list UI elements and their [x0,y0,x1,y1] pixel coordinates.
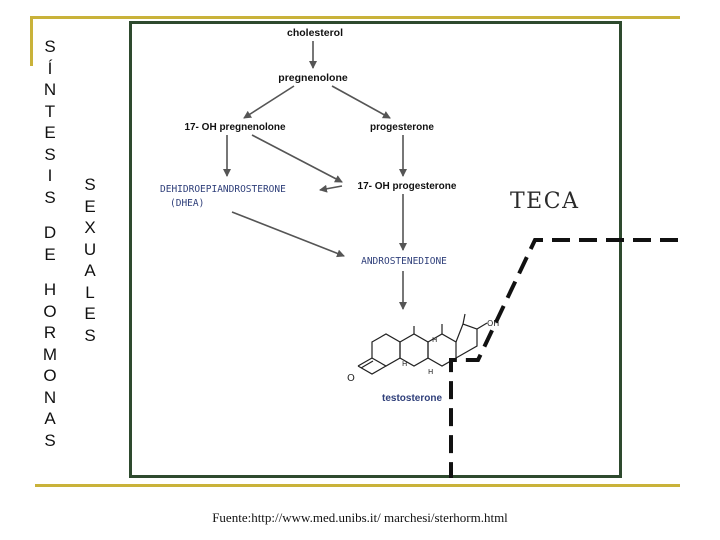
arrow-17ohpreg-17ohprog [251,134,343,183]
label-letter: E [84,304,96,323]
title-letter: H [43,280,57,299]
molecule-oh: OH [487,319,499,328]
molecule-h1: H [402,360,407,368]
region-label-teca: TECA [510,189,580,214]
node-androstenedione: ANDROSTENEDIONE [361,256,447,267]
testosterone-molecule [357,313,488,375]
arrow-dhea-androstenedione [231,211,345,258]
title-letter: Í [47,58,53,78]
title-letter: N [43,387,57,407]
title-letter: I [47,166,53,185]
node-dhea-abbr: (DHEA) [170,198,204,209]
side-label-sexuales: S E X U A L E S [78,174,102,346]
label-letter: L [85,282,95,302]
label-letter: U [83,239,97,259]
molecule-oxo: O [347,373,355,384]
title-letter: R [43,323,57,342]
title-letter: T [44,101,56,121]
title-letter: S [44,144,56,164]
label-letter: X [84,218,96,237]
node-cholesterol: cholesterol [287,27,343,39]
pathway-svg: cholesterol pregnenolone 17- OH pregneno… [160,27,499,404]
arrow-17ohprog-dhea [319,184,343,193]
label-letter: E [84,196,96,216]
molecule-h2: H [432,336,437,344]
node-pregnenolone: pregnenolone [278,72,348,84]
source-citation: Fuente:http://www.med.unibs.it/ marchesi… [212,510,508,525]
title-letter: S [44,430,56,450]
title-letter: A [44,409,56,428]
node-17oh-progesterone: 17- OH progesterone [358,181,457,192]
title-letter: M [42,344,58,364]
node-progesterone: progesterone [370,122,434,133]
label-letter: S [84,175,96,194]
node-17oh-pregnenolone: 17- OH pregnenolone [184,122,286,133]
label-letter: A [84,261,96,280]
node-dhea: DEHIDROEPIANDROSTERONE [160,184,286,195]
node-testosterone: testosterone [382,393,442,404]
title-letter: D [43,223,57,242]
label-letter: S [84,325,96,345]
title-letter: O [43,366,57,385]
title-letter: S [44,187,56,207]
bottom-rule [35,484,680,487]
top-rule [30,16,680,19]
side-title: S Í N T E S I S D E H O R M O N A S [38,36,62,451]
arrow-pregnenolone-progesterone [331,85,391,119]
title-letter: E [44,123,56,142]
left-rule [30,16,33,66]
title-letter: N [43,80,57,99]
title-letter: S [44,37,56,56]
steroid-pathway-diagram: cholesterol pregnenolone 17- OH pregneno… [129,21,622,478]
title-letter: O [43,301,57,321]
title-letter: E [44,244,56,264]
molecule-h3: H [428,368,433,376]
arrow-pregnenolone-17oh [243,85,295,119]
